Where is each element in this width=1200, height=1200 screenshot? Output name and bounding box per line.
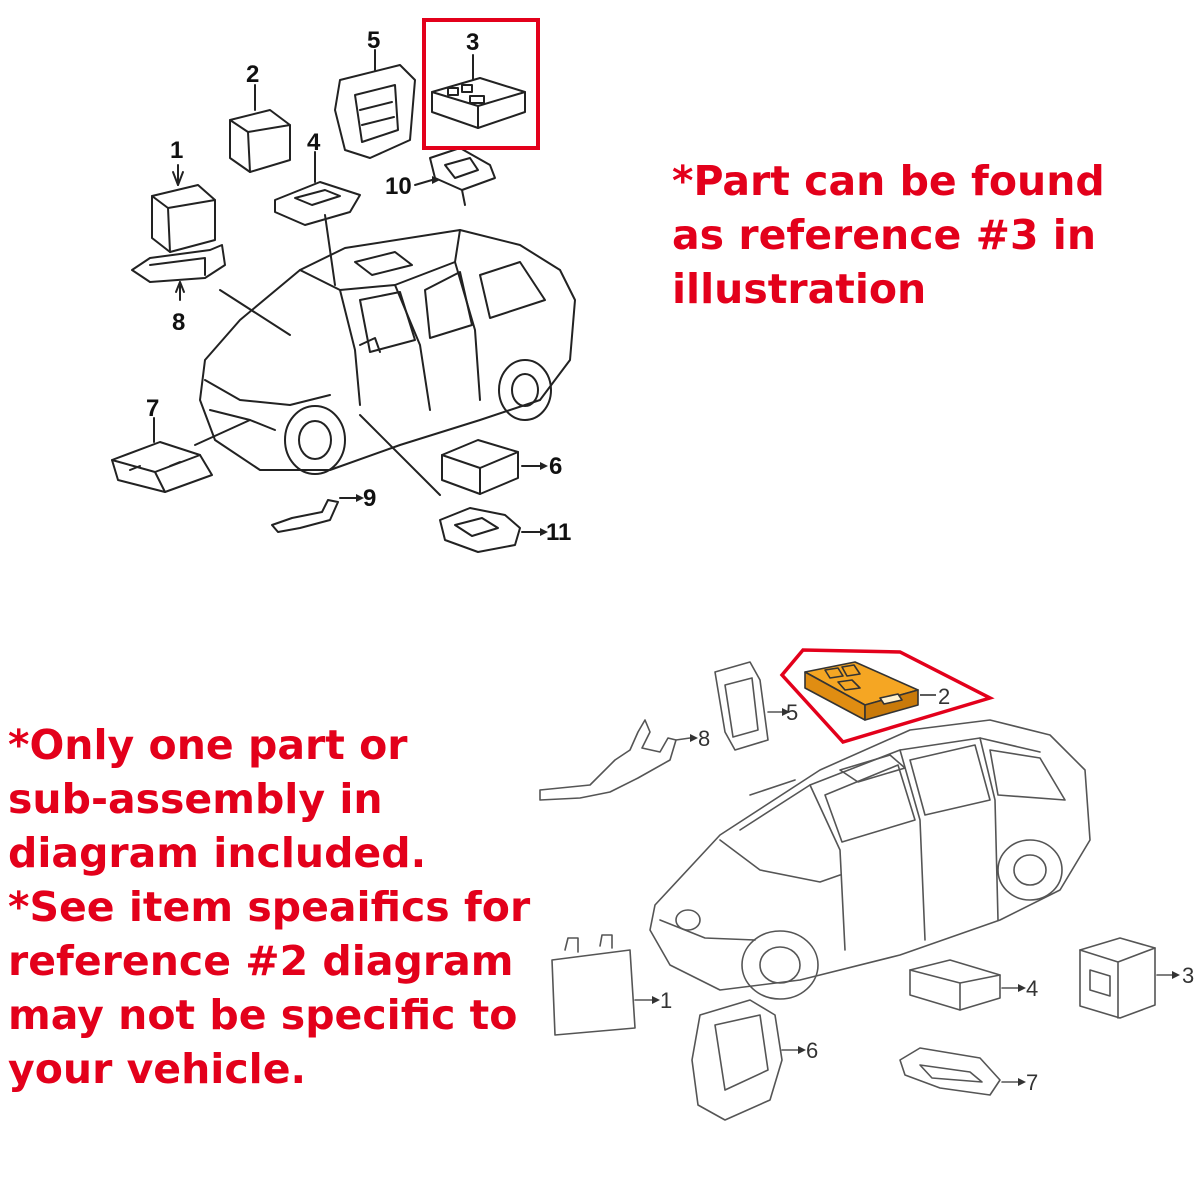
part-2 <box>229 84 291 173</box>
callout-b-7: 7 <box>1026 1070 1038 1095</box>
callout-11: 11 <box>546 519 571 546</box>
callout-8: 8 <box>172 309 185 336</box>
diagram-top: 1 2 3 4 5 6 7 8 9 10 11 <box>111 18 576 553</box>
part-7-b <box>899 1047 1019 1096</box>
callout-9: 9 <box>363 485 376 512</box>
part-1 <box>151 164 216 253</box>
top-note-line-1: *Part can be found <box>672 157 1105 205</box>
callout-b-3: 3 <box>1182 963 1194 988</box>
part-4 <box>274 151 361 226</box>
part-5-b <box>714 661 783 751</box>
callout-5: 5 <box>367 27 380 54</box>
car-bottom <box>649 719 1091 1000</box>
callout-10: 10 <box>385 173 412 200</box>
part-1-b <box>551 934 653 1036</box>
part-6 <box>441 439 541 495</box>
callout-3: 3 <box>466 29 479 56</box>
part-5 <box>334 49 416 159</box>
bottom-note: *Only one part or sub-assembly in diagra… <box>8 718 530 1096</box>
part-6-b <box>691 999 799 1121</box>
top-note: *Part can be found as reference #3 in il… <box>672 154 1105 316</box>
part-11 <box>439 507 541 553</box>
callout-1: 1 <box>170 137 183 164</box>
bottom-note-line-4: *See item speaifics for <box>8 883 531 931</box>
part-8 <box>131 244 226 301</box>
callout-7: 7 <box>146 395 159 422</box>
bottom-note-line-5: reference #2 diagram <box>8 937 514 985</box>
diagram-bottom: 1 2 3 4 5 6 7 8 <box>539 648 1194 1121</box>
callout-6: 6 <box>549 453 562 480</box>
top-note-line-3: illustration <box>672 265 927 313</box>
part-8-b <box>539 719 691 801</box>
callout-b-5: 5 <box>786 700 798 725</box>
bottom-note-line-1: *Only one part or <box>8 721 408 769</box>
part-10 <box>414 147 496 206</box>
top-note-line-2: as reference #3 in <box>672 211 1097 259</box>
part-7 <box>111 417 213 493</box>
part-9 <box>271 497 357 533</box>
highlight-frame-bottom <box>779 648 995 744</box>
callout-b-2: 2 <box>938 684 950 709</box>
suv-top <box>199 229 576 475</box>
bottom-note-line-7: your vehicle. <box>8 1045 307 1093</box>
highlight-frame-top <box>422 18 540 150</box>
part-3-b <box>1079 937 1173 1019</box>
part-4-b <box>909 959 1019 1011</box>
part-3 <box>431 54 526 129</box>
bottom-note-line-2: sub-assembly in <box>8 775 383 823</box>
bottom-note-line-3: diagram included. <box>8 829 427 877</box>
callout-b-6: 6 <box>806 1038 818 1063</box>
part-2-b <box>804 661 936 721</box>
callout-4: 4 <box>307 129 321 156</box>
callout-2: 2 <box>246 61 259 88</box>
bottom-note-line-6: may not be specific to <box>8 991 518 1039</box>
callout-b-8: 8 <box>698 726 710 751</box>
callout-b-4: 4 <box>1026 976 1038 1001</box>
callout-b-1: 1 <box>660 988 672 1013</box>
